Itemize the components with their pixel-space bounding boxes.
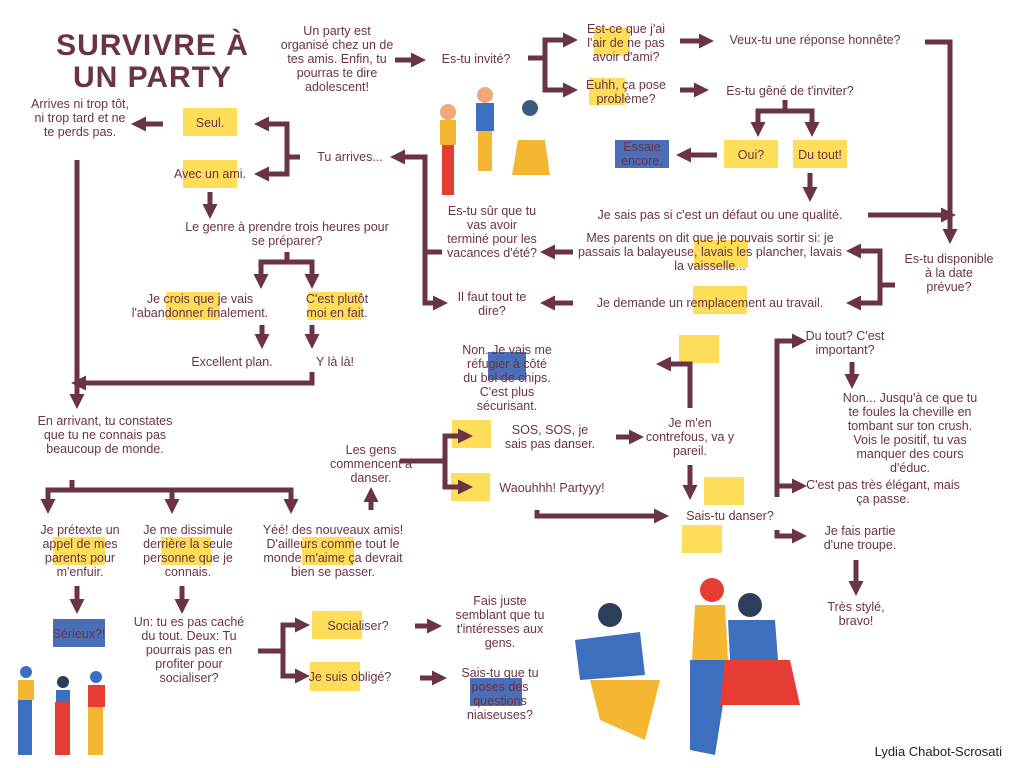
node-dissimule: Je me dissimule derrière la seule person…	[143, 523, 233, 579]
node-nouveaux-amis: Yéé! des nouveaux amis! D'ailleurs comme…	[262, 523, 404, 579]
node-seul: Seul.	[195, 116, 225, 130]
node-chips: Non. Je vais me réfugier à côté du bol d…	[462, 343, 552, 413]
node-plutot-moi: C'est plutôt moi en fait.	[305, 292, 369, 320]
node-avec-ami: Avec un ami.	[173, 167, 247, 181]
node-air-pas-ami: Est-ce que j'ai l'air de ne pas avoir d'…	[586, 22, 666, 64]
node-cheville: Non... Jusqu'à ce que tu te foules la ch…	[842, 391, 978, 475]
node-essaie: Essaie encore.	[621, 140, 663, 168]
dancers-illustration-bottom-left	[18, 666, 105, 755]
node-arrives-ni-trop: Arrives ni trop tôt, ni trop tard et ne …	[31, 97, 129, 139]
dancers-illustration-bottom-center	[575, 578, 800, 755]
highlights	[53, 28, 847, 706]
node-semblant: Fais juste semblant que tu t'intéresses …	[455, 594, 545, 650]
node-tout-dire: Il faut tout te dire?	[457, 290, 527, 318]
node-oblige: Je suis obligé?	[308, 670, 392, 684]
node-troupe: Je fais partie d'une troupe.	[823, 524, 897, 552]
node-gene: Es-tu gêné de t'inviter?	[726, 84, 854, 98]
node-remplacement: Je demande un remplacement au travail.	[596, 296, 824, 310]
node-style: Très stylé, bravo!	[827, 600, 885, 628]
node-sos: SOS, SOS, je sais pas danser.	[504, 423, 596, 451]
dancers-illustration-top	[440, 87, 550, 195]
node-trois-heures: Le genre à prendre trois heures pour se …	[185, 220, 389, 248]
node-sais-danser: Sais-tu danser?	[686, 509, 774, 523]
node-sur-termine: Es-tu sûr que tu vas avoir terminé pour …	[447, 204, 537, 260]
node-euhh: Euhh, ça pose problème?	[586, 78, 666, 106]
node-parents: Mes parents on dit que je pouvais sortir…	[577, 231, 843, 273]
node-du-tout: Du tout!	[798, 148, 842, 162]
node-socialiser: Socialiser?	[327, 619, 389, 633]
node-important: Du tout? C'est important?	[805, 329, 885, 357]
node-reponse-honnete: Veux-tu une réponse honnête?	[729, 33, 901, 47]
node-un-deux: Un: tu es pas caché du tout. Deux: Tu po…	[133, 615, 245, 685]
arrows	[40, 32, 958, 686]
node-pretexte: Je prétexte un appel de mes parents pour…	[40, 523, 120, 579]
node-serieux: Sérieux?!	[52, 627, 106, 641]
node-niaiseuses: Sais-tu que tu poses des questions niais…	[461, 666, 539, 722]
node-contrefous: Je m'en contrefous, va y pareil.	[645, 416, 735, 458]
node-y-la-la: Y là là!	[316, 355, 354, 369]
node-gens-dansent: Les gens commencent à danser.	[330, 443, 412, 485]
node-excellent: Excellent plan.	[191, 355, 273, 369]
node-invite: Es-tu invité?	[441, 52, 511, 66]
node-oui: Oui?	[737, 148, 765, 162]
page-title: SURVIVRE À UN PARTY	[56, 29, 249, 94]
node-tu-arrives: Tu arrives...	[317, 150, 383, 164]
node-elegant: C'est pas très élégant, mais ça passe.	[806, 478, 960, 506]
node-intro: Un party est organisé chez un de tes ami…	[280, 24, 394, 94]
author-signature: Lydia Chabot-Scrosati	[874, 744, 1002, 759]
node-waouhhh: Waouhhh! Partyyy!	[499, 481, 605, 495]
node-disponible: Es-tu disponible à la date prévue?	[904, 252, 994, 294]
node-abandonner: Je crois que je vais l'abandonner finale…	[131, 292, 269, 320]
node-en-arrivant: En arrivant, tu constates que tu ne conn…	[37, 414, 173, 456]
node-defaut: Je sais pas si c'est un défaut ou une qu…	[597, 208, 843, 222]
